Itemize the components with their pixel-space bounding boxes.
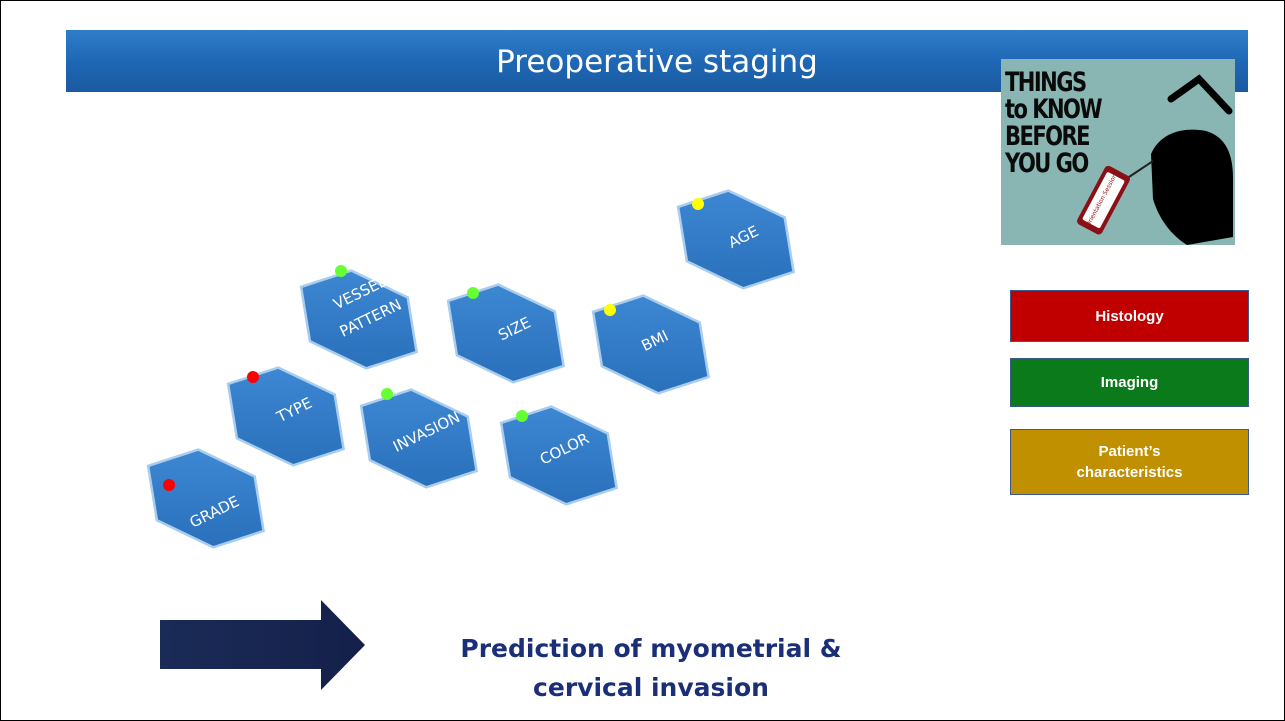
hexagon-size: SIZE [446,283,566,384]
status-dot [467,287,479,299]
status-dot [381,388,393,400]
hexagon-color: COLOR [499,405,619,506]
legend-patient-characteristics: Patient’s characteristics [1010,429,1249,495]
slide-title: Preoperative staging [496,44,818,80]
status-dot [163,479,175,491]
prediction-text: Prediction of myometrial & cervical inva… [411,629,891,707]
poster-line: BEFORE [1005,121,1091,152]
prediction-line1: Prediction of myometrial & [460,634,842,663]
legend-patient-line2: characteristics [1076,464,1183,481]
things-to-know-poster: THINGS to KNOW BEFORE YOU GO Orientation… [1001,59,1235,245]
legend-patient-line1: Patient’s [1098,443,1161,460]
poster-line: YOU GO [1005,148,1089,179]
hexagon-invasion: INVASION [359,388,479,489]
status-dot [692,198,704,210]
status-dot [335,265,347,277]
poster-line: THINGS [1005,67,1087,98]
prediction-line2: cervical invasion [533,673,769,702]
hexagon-vessel-pattern: VESSEL PATTERN [299,265,419,370]
hexagon-grade: GRADE [146,448,266,549]
right-arrow-icon [160,600,365,690]
status-dot [247,371,259,383]
hexagon-type: TYPE [226,366,346,467]
hexagon-bmi: BMI [591,294,711,395]
poster-text: THINGS to KNOW BEFORE YOU GO [1005,67,1103,179]
legend-histology: Histology [1010,290,1249,342]
hexagon-age: AGE [676,189,796,290]
status-dot [604,304,616,316]
poster-line: to KNOW [1005,94,1103,125]
legend-imaging: Imaging [1010,358,1249,407]
suitcase-icon: Orientation Session [1077,74,1233,245]
status-dot [516,410,528,422]
